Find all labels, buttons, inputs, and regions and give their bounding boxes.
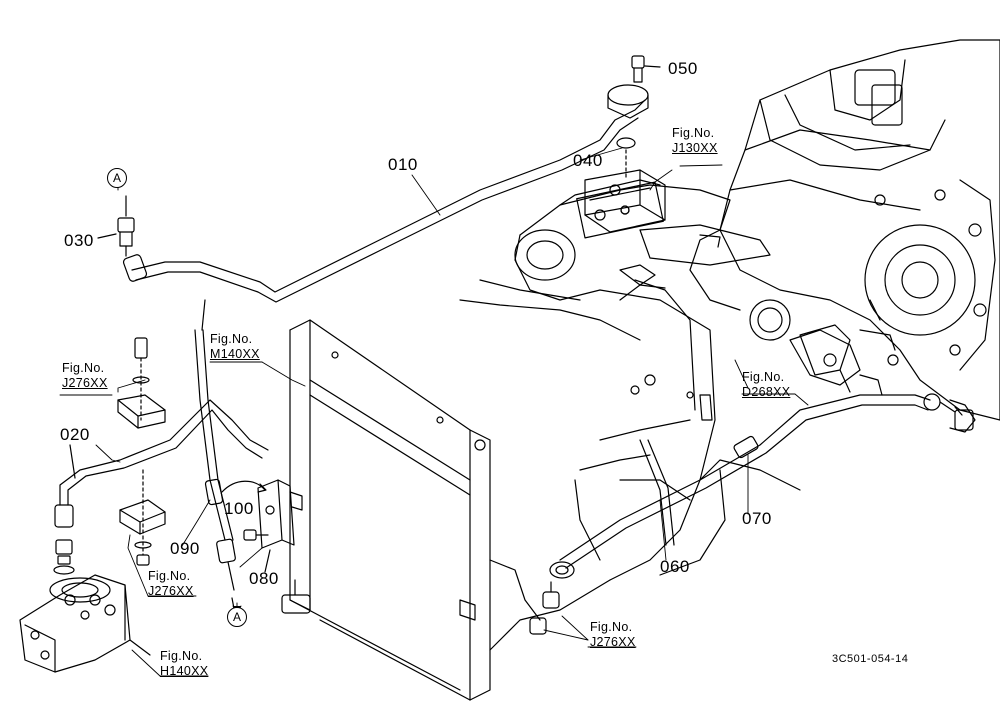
figure-ref-j276-upper[interactable]: Fig.No.J276XX — [62, 361, 108, 390]
figure-ref-j276-lower[interactable]: Fig.No.J276XX — [148, 569, 194, 598]
drawing-code: 3C501-054-14 — [832, 653, 909, 665]
connection-marker-a-bottom: A — [227, 607, 247, 627]
fitting-030 — [97, 195, 135, 257]
valve-fitting — [799, 324, 883, 396]
o-ring-040 — [616, 137, 636, 179]
part-label-080: 080 — [249, 569, 279, 588]
part-label-100: 100 — [224, 499, 254, 518]
figure-ref-j276-right[interactable]: Fig.No.J276XX — [590, 620, 636, 649]
clamp-lower — [119, 469, 166, 566]
part-label-040: 040 — [573, 151, 603, 170]
part-label-050: 050 — [668, 59, 698, 78]
bolt-100 — [243, 529, 269, 541]
figure-ref-m140[interactable]: Fig.No.M140XX — [210, 332, 260, 361]
hose-090 — [194, 299, 236, 615]
bracket-080 — [221, 479, 303, 573]
part-label-070: 070 — [742, 509, 772, 528]
chassis-frame — [459, 179, 801, 651]
part-label-090: 090 — [170, 539, 200, 558]
part-label-060: 060 — [660, 557, 690, 576]
hose-060 — [639, 439, 675, 546]
part-label-010: 010 — [388, 155, 418, 174]
pipe-020 — [53, 399, 269, 575]
part-label-030: 030 — [64, 231, 94, 250]
figure-ref-h140[interactable]: Fig.No.H140XX — [160, 649, 209, 678]
figure-ref-d268[interactable]: Fig.No.D268XX — [742, 370, 791, 399]
pipe-010 — [122, 84, 649, 303]
connection-marker-a-top: A — [107, 168, 127, 188]
pipe-070 — [559, 393, 974, 569]
bolt-050 — [631, 55, 661, 83]
clamp-upper — [117, 337, 166, 429]
hose-fittings-j276 — [529, 561, 575, 635]
radiator-panel — [281, 319, 541, 701]
figure-ref-j130[interactable]: Fig.No.J130XX — [672, 126, 718, 155]
part-label-020: 020 — [60, 425, 90, 444]
valve-block-j130 — [584, 169, 666, 233]
transmission-housing — [689, 39, 1000, 433]
steering-unit — [19, 574, 151, 673]
